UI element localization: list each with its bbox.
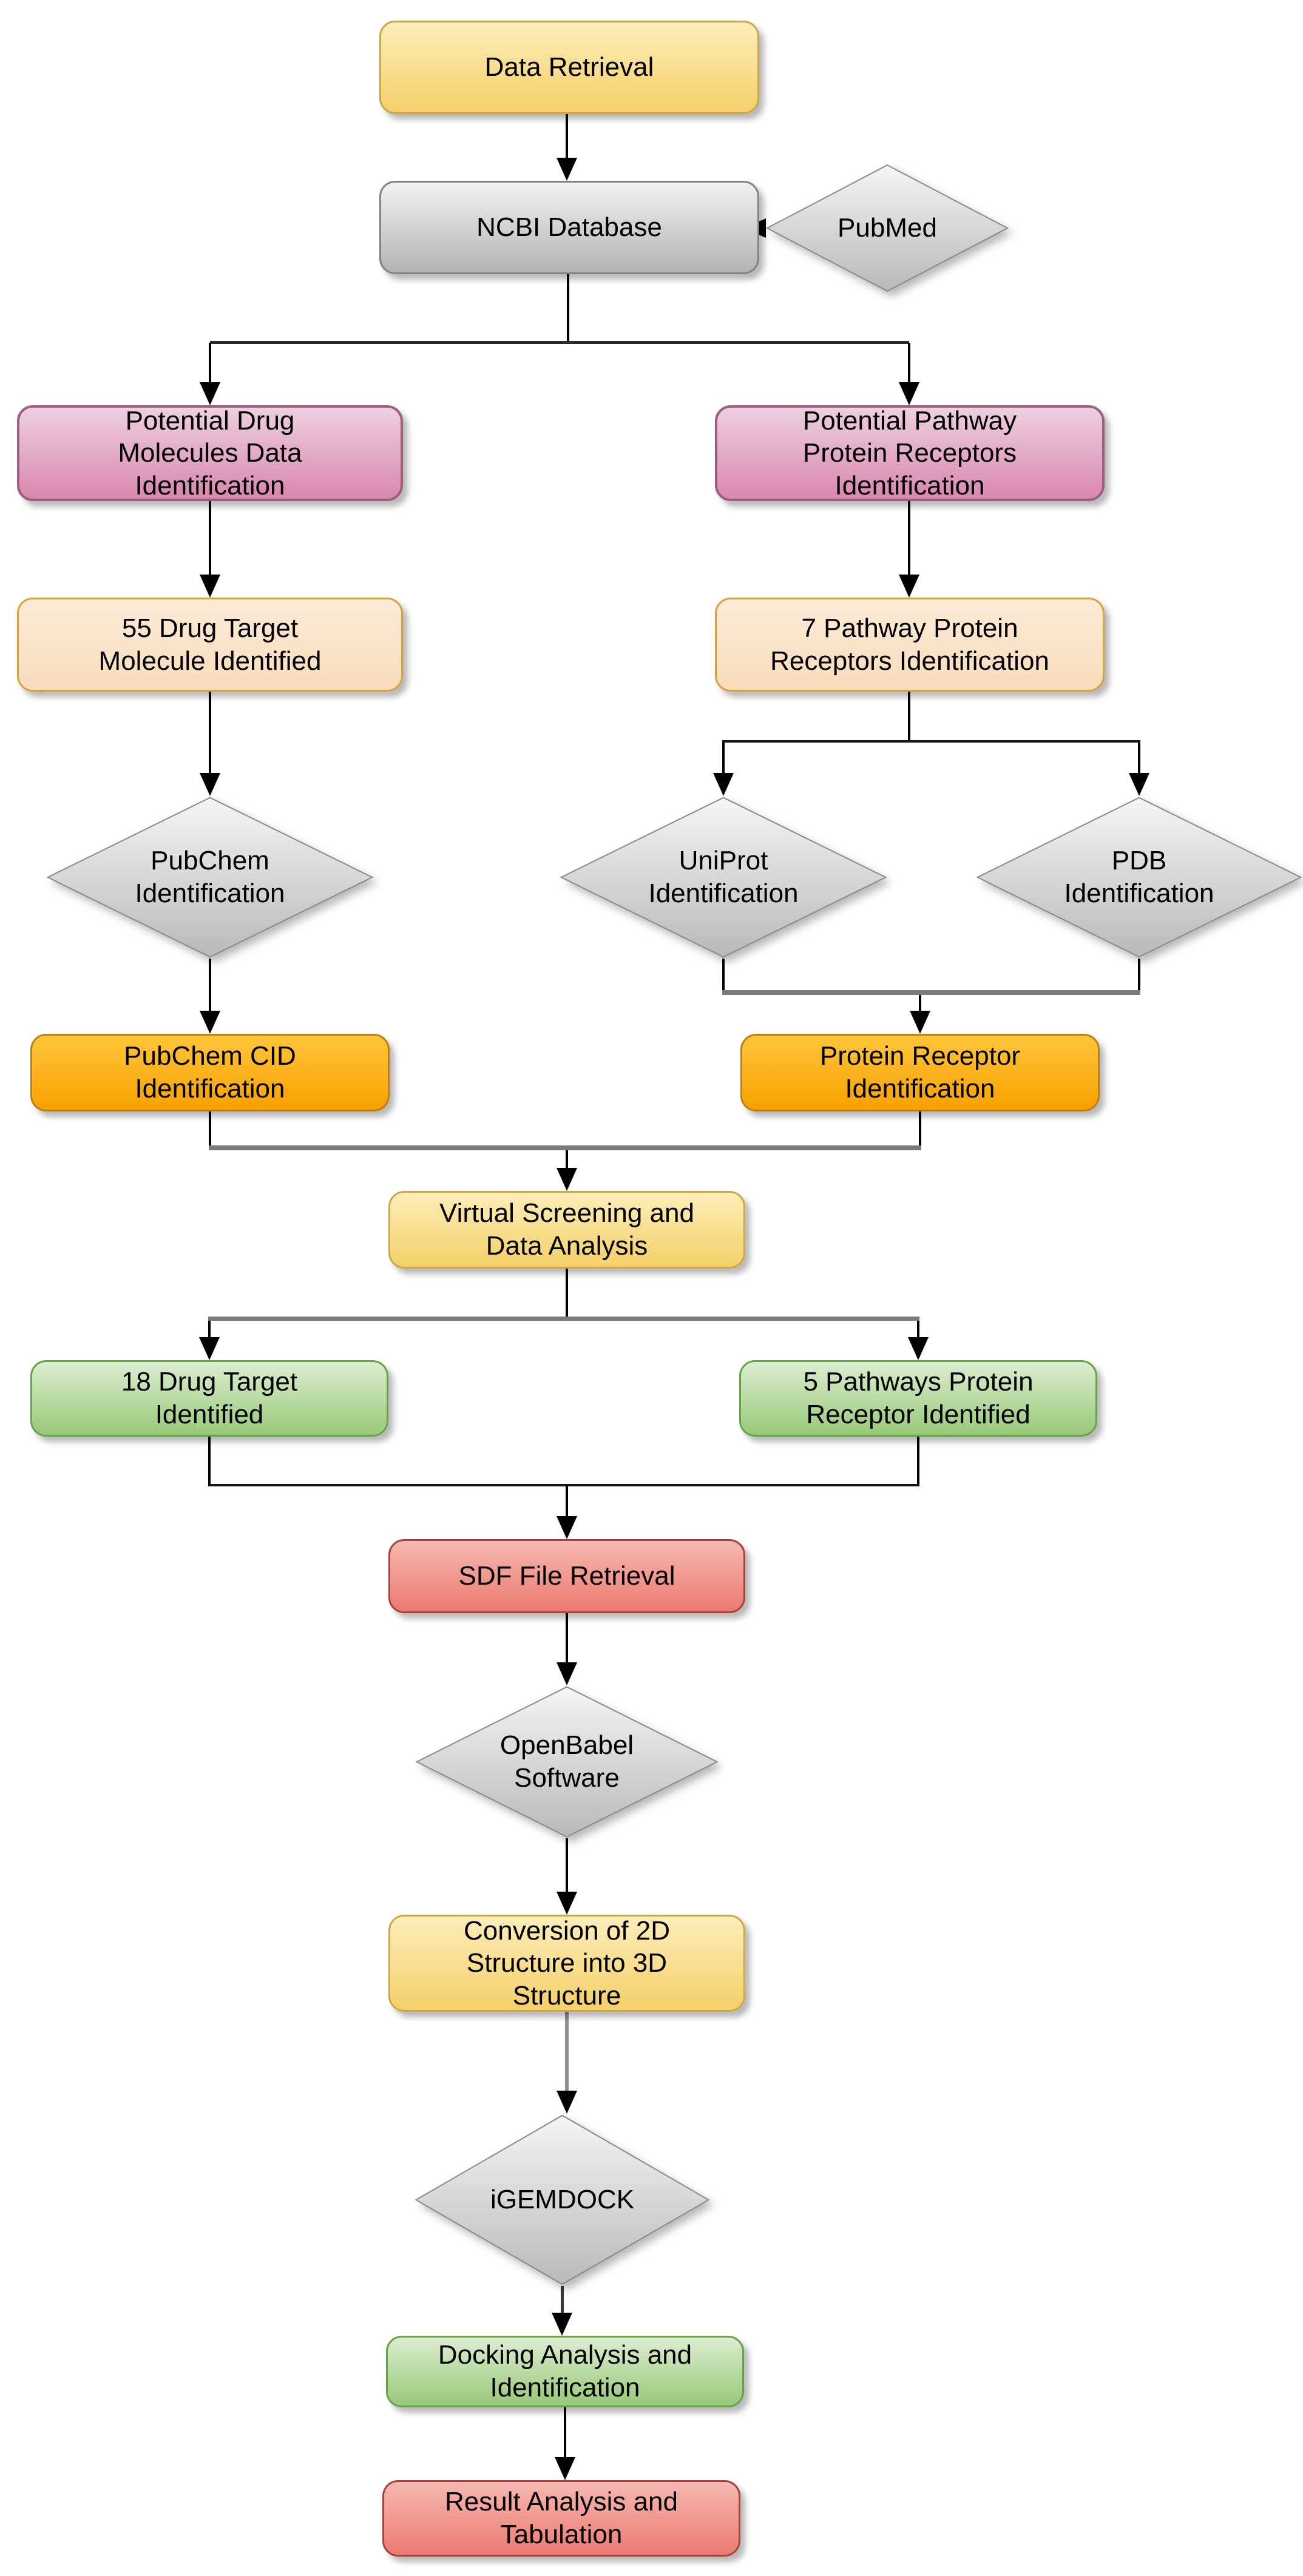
- node-7-pathway-receptors: 7 Pathway Protein Receptors Identificati…: [715, 598, 1105, 692]
- arrow-line-ncbi-down: [567, 274, 569, 342]
- split-bar-7-pathway: [722, 740, 1140, 743]
- arrowhead-to-conversion: [557, 1892, 577, 1915]
- merge-line-5-pathways: [917, 1437, 919, 1486]
- arrow-line-sdf-to-openbabel: [566, 1613, 568, 1664]
- node-docking-analysis: Docking Analysis and Identification: [386, 2336, 744, 2407]
- arrowhead-to-igemdock: [557, 2091, 577, 2114]
- decision-pubchem: PubChem Identification: [46, 796, 374, 959]
- arrow-line-to-pdb: [1138, 743, 1140, 775]
- arrowhead-to-potential-drug: [200, 382, 220, 405]
- arrow-line-to-protein-receptor: [919, 995, 921, 1013]
- openbabel-diamond-shape: [415, 1685, 719, 1838]
- node-conversion-2d-3d: Conversion of 2D Structure into 3D Struc…: [388, 1915, 745, 2012]
- node-potential-pathway-receptors: Potential Pathway Protein Receptors Iden…: [715, 405, 1105, 501]
- node-55-drug-target: 55 Drug Target Molecule Identified: [17, 598, 403, 692]
- node-sdf-file-retrieval: SDF File Retrieval: [388, 1539, 745, 1613]
- arrowhead-to-protein-receptor: [910, 1011, 930, 1034]
- arrow-line-pathway-to-7: [908, 501, 910, 576]
- decision-uniprot: UniProt Identification: [560, 796, 887, 959]
- node-virtual-screening: Virtual Screening and Data Analysis: [388, 1191, 745, 1269]
- arrowhead-to-55-drug: [200, 575, 220, 598]
- arrow-line-7-down: [908, 692, 910, 743]
- arrowhead-to-uniprot: [713, 773, 734, 796]
- merge-line-uniprot: [722, 959, 725, 993]
- pubmed-diamond-shape: [766, 164, 1009, 292]
- arrowhead-to-potential-pathway: [899, 382, 919, 405]
- arrowhead-to-pdb: [1129, 773, 1149, 796]
- merge-bar-uniprot-pdb: [722, 990, 1140, 995]
- node-result-analysis: Result Analysis and Tabulation: [382, 2480, 740, 2557]
- arrow-line-drug-to-55: [209, 501, 211, 576]
- node-ncbi-database: NCBI Database: [379, 181, 759, 274]
- arrow-line-pubchem-to-cid: [209, 959, 211, 1013]
- arrowhead-to-5-pathways: [908, 1337, 929, 1360]
- arrowhead-to-7-pathway: [899, 575, 919, 598]
- merge-bar-orange: [209, 1145, 921, 1150]
- arrowhead-data-to-ncbi: [557, 158, 577, 181]
- decision-pubmed: PubMed: [766, 164, 1009, 292]
- arrow-line-conversion-to-igemdock: [565, 2012, 569, 2092]
- split-bar-ncbi: [210, 341, 909, 344]
- split-bar-virtual-screening: [208, 1317, 919, 1321]
- arrowhead-to-18-drug: [199, 1337, 220, 1360]
- pubchem-label: PubChem Identification: [135, 846, 285, 908]
- pubmed-label: PubMed: [838, 213, 937, 243]
- merge-line-pdb: [1138, 959, 1140, 993]
- arrowhead-to-cid: [200, 1011, 220, 1034]
- openbabel-label: OpenBabel Software: [499, 1730, 634, 1793]
- igemdock-label: iGEMDOCK: [490, 2185, 635, 2215]
- node-pubchem-cid: PubChem CID Identification: [30, 1034, 390, 1111]
- arrow-line-openbabel-to-conversion: [566, 1838, 568, 1893]
- node-18-drug-target: 18 Drug Target Identified: [30, 1360, 388, 1437]
- arrowhead-to-docking: [552, 2313, 572, 2336]
- arrow-line-docking-to-result: [564, 2407, 566, 2458]
- arrow-line-to-uniprot: [722, 743, 725, 775]
- uniprot-diamond-shape: [560, 796, 887, 959]
- node-data-retrieval: Data Retrieval: [379, 21, 759, 114]
- arrow-line-split-right: [908, 343, 910, 384]
- node-5-pathways-receptor: 5 Pathways Protein Receptor Identified: [739, 1360, 1097, 1437]
- arrow-line-igemdock-to-docking: [561, 2286, 564, 2314]
- pdb-diamond-shape: [976, 796, 1302, 959]
- arrow-line-to-virtual-screening: [566, 1150, 568, 1170]
- igemdock-diamond-shape: [415, 2114, 710, 2286]
- arrow-line-vs-down: [566, 1269, 568, 1318]
- pdb-label: PDB Identification: [1064, 846, 1214, 908]
- arrowhead-to-openbabel: [557, 1662, 577, 1685]
- arrowhead-to-pubchem: [200, 773, 220, 796]
- merge-line-18-drug: [208, 1437, 211, 1486]
- arrow-line-split-left: [209, 343, 211, 384]
- arrowhead-to-result: [555, 2457, 575, 2480]
- merge-bar-green: [208, 1484, 919, 1486]
- decision-openbabel: OpenBabel Software: [415, 1685, 719, 1838]
- merge-line-receptor: [919, 1111, 921, 1148]
- arrow-line-to-sdf: [566, 1486, 568, 1518]
- node-protein-receptor: Protein Receptor Identification: [740, 1034, 1100, 1111]
- arrowhead-to-virtual-screening: [557, 1168, 577, 1191]
- decision-igemdock: iGEMDOCK: [415, 2114, 710, 2286]
- uniprot-label: UniProt Identification: [648, 846, 799, 908]
- node-potential-drug-molecules: Potential Drug Molecules Data Identifica…: [17, 405, 403, 501]
- merge-line-cid: [209, 1111, 211, 1148]
- arrow-line-data-to-ncbi: [566, 114, 568, 159]
- arrowhead-to-sdf: [557, 1516, 577, 1539]
- decision-pdb: PDB Identification: [976, 796, 1302, 959]
- pubchem-diamond-shape: [46, 796, 374, 959]
- arrow-line-to-18-drug: [208, 1321, 211, 1339]
- arrow-line-to-5-pathways: [917, 1321, 919, 1339]
- arrow-line-55-to-pubchem: [209, 692, 211, 775]
